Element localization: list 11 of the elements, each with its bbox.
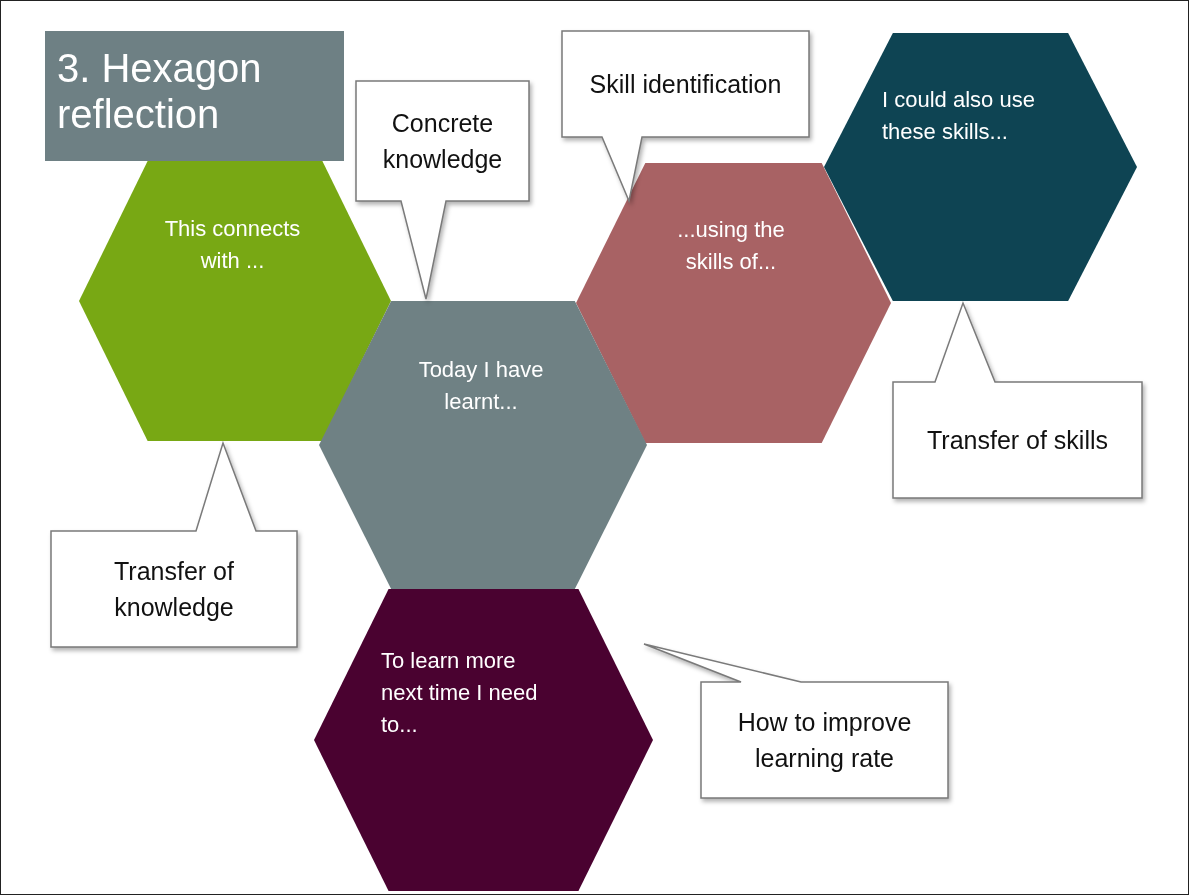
hexagon-text: To learn more next time I need to... <box>381 647 539 739</box>
hexagon-text: ...using the skills of... <box>676 216 786 276</box>
callout-text: Transfer of skills <box>925 425 1110 456</box>
title: 3. Hexagon reflection <box>45 31 344 161</box>
hexagon-text: Today I have learnt... <box>417 356 545 416</box>
hexagon-text: This connects with ... <box>163 215 302 275</box>
callout-text: Skill identification <box>588 69 783 100</box>
callout-text: Transfer of knowledge <box>113 556 235 623</box>
hexagon-text: I could also use these skills... <box>882 86 1036 146</box>
callout-text: Concrete knowledge <box>381 108 504 175</box>
callout-text: How to improve learning rate <box>736 707 913 774</box>
